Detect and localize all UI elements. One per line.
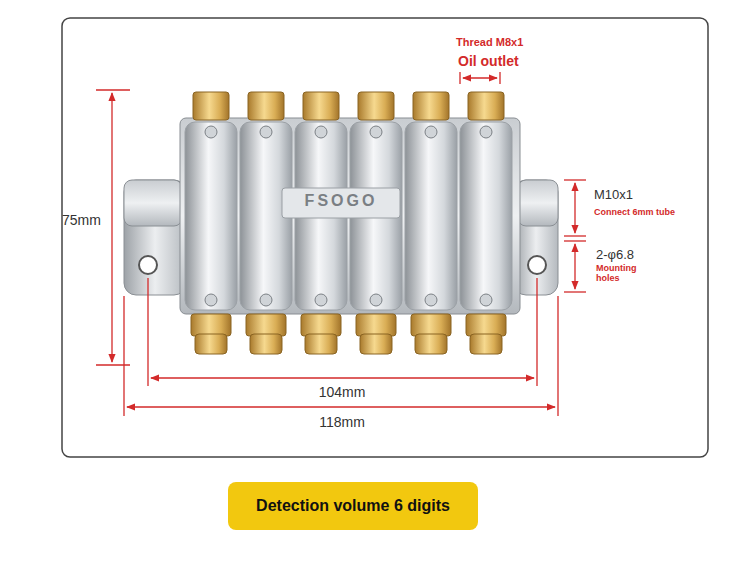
hole-spec: 2-φ6.8 xyxy=(596,248,634,263)
piston-column xyxy=(185,122,512,310)
thread-spec: Thread M8x1 xyxy=(456,36,523,49)
caption-badge: Detection volume 6 digits xyxy=(228,482,478,530)
dimension-value: 118mm xyxy=(292,414,392,430)
caption-text: Detection volume 6 digits xyxy=(256,497,450,515)
hole-note: Mounting holes xyxy=(596,263,658,284)
dimension-value: 104mm xyxy=(292,384,392,400)
frame xyxy=(62,18,708,457)
thread-spec: M10x1 xyxy=(594,188,633,203)
outlet-fitting xyxy=(191,92,506,354)
screw-head xyxy=(205,126,492,306)
brand-mark: FSOGO xyxy=(286,192,396,210)
dimension-line xyxy=(96,72,586,416)
manifold-body xyxy=(180,118,520,314)
name-plate xyxy=(282,188,400,218)
tube-note: Connect 6mm tube xyxy=(594,207,675,217)
dimension-value: 75mm xyxy=(62,212,101,228)
outlet-label: Oil outlet xyxy=(458,53,519,69)
